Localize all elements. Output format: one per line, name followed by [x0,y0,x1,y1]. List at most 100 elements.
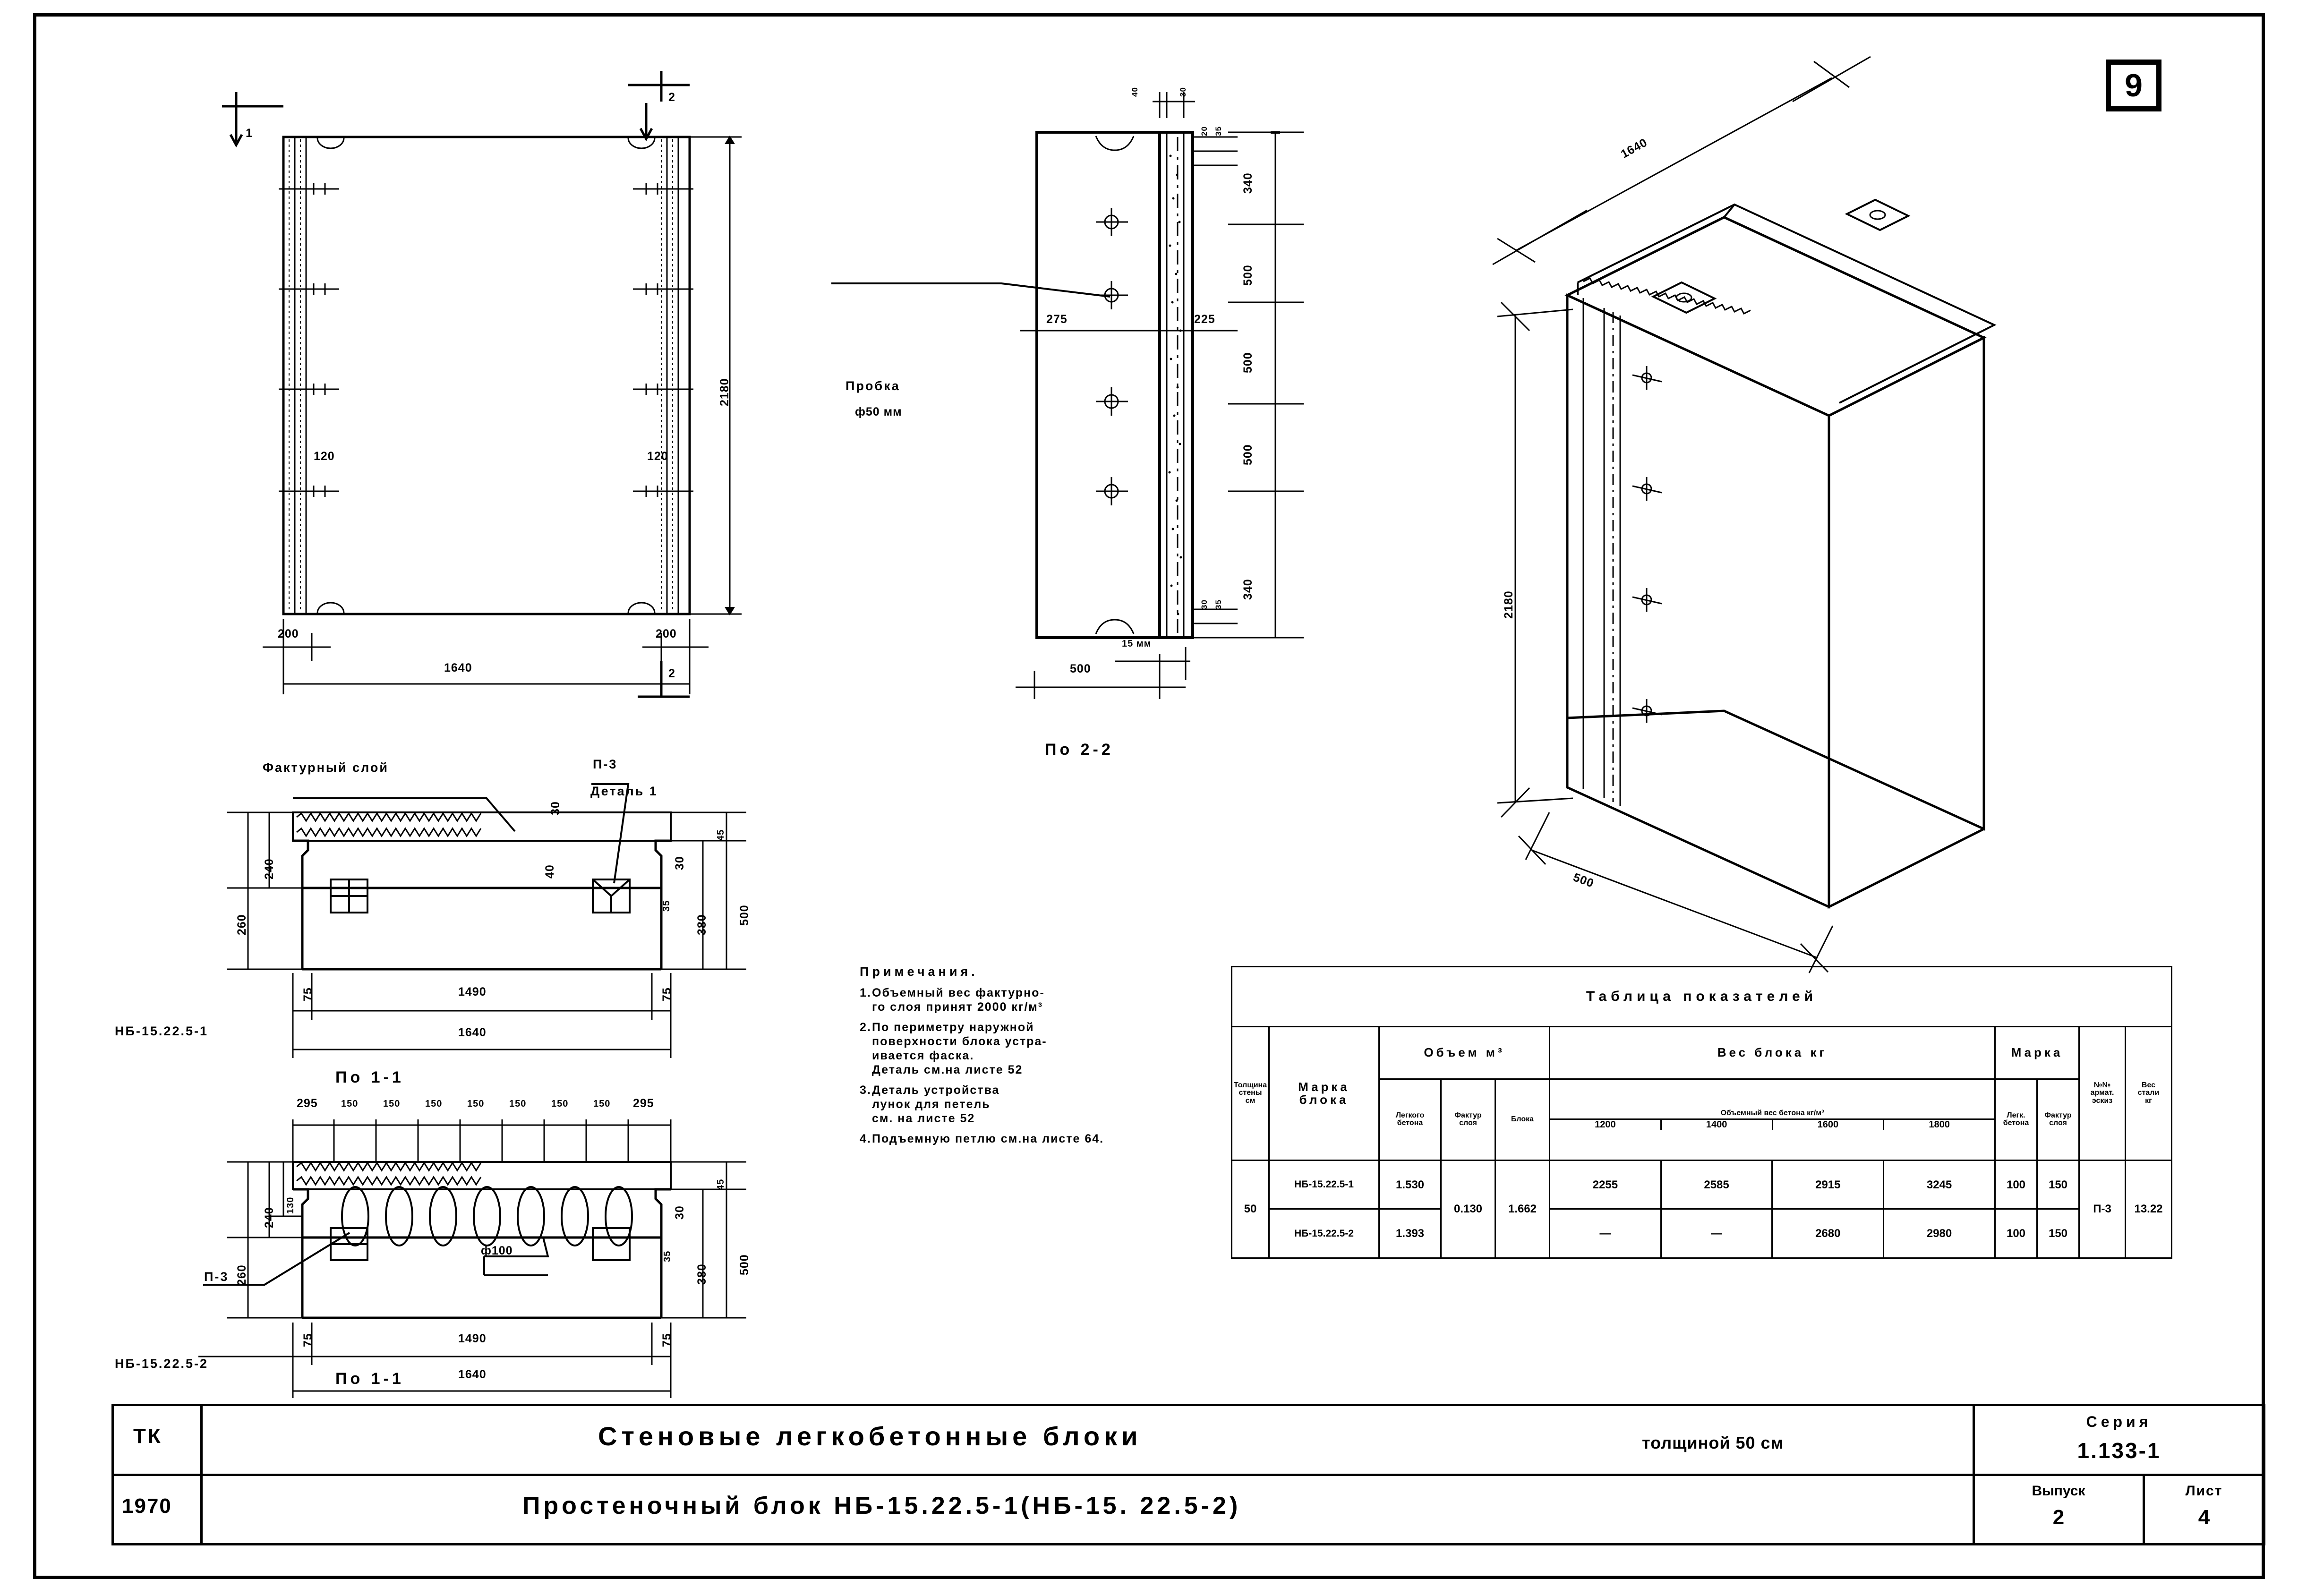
s11bot-topdim-2: 150 [383,1099,401,1109]
tb-sheet-value: 4 [2198,1506,2210,1529]
section22-vdim-4: 500 [1241,444,1255,465]
head-line: бетона [2003,1119,2029,1127]
note-line: го слоя принят 2000 кг/м³ [872,1000,1043,1014]
note-text: Деталь устройства лунок для петель см. н… [872,1083,1233,1126]
notes-block: Примечания. 1. Объемный вес фактурно- го… [860,964,1233,1152]
s11top-view-name: По 1-1 [335,1068,404,1086]
s11bot-dim-30: 30 [673,1205,686,1220]
section22-vdim-5: 340 [1241,579,1255,600]
cell-vol-light-1: 1.530 [1378,1159,1442,1210]
elevation-edge-left-dim: 200 [278,627,299,640]
note-line: ивается фаска. [872,1049,974,1062]
col-head-vol-block: Блока [1495,1078,1550,1161]
tb-divider-v2 [1973,1404,1975,1545]
col-head-mark-group: Марка [1994,1025,2080,1080]
s11bot-topdim-4: 150 [467,1099,485,1109]
head-line: см [1245,1097,1256,1105]
elevation-section-mark-2-top: 2 [668,91,675,104]
cell-w1400-2: — [1660,1208,1773,1259]
head-line: Вес [2141,1081,2156,1089]
head-line: Марка [1298,1079,1350,1094]
iso-dim-2180: 2180 [1502,590,1515,619]
s11top-dim-30: 30 [549,801,562,815]
col-head-vol-light: Легкого бетона [1378,1078,1442,1161]
page-number: 9 [2125,68,2143,103]
section22-top-dim-20: 20 [1200,126,1209,136]
s11bot-topdim-3: 150 [425,1099,443,1109]
sheet-border [33,13,2265,1579]
elevation-section-mark-1: 1 [246,127,253,140]
cell-steel: 13.22 [2125,1159,2172,1259]
elevation-section-mark-2-bottom: 2 [668,667,675,680]
note-line: По периметру наружной [872,1021,1034,1034]
note-item: 1. Объемный вес фактурно- го слоя принят… [860,986,1233,1014]
s11top-dim-500: 500 [738,905,751,926]
section22-view-name: По 2-2 [1045,741,1114,759]
cell-w1800-2: 2980 [1883,1208,1996,1259]
head-line: №№ [2093,1081,2111,1089]
table-row: 50 НБ-15.22.5-1 1.530 0.130 1.662 2255 2… [1231,1159,2172,1259]
col-head-weight-group: Вес блока кг [1549,1025,1996,1080]
s11bot-dim-1490: 1490 [458,1332,487,1345]
note-item: 2. По периметру наружной поверхности бло… [860,1020,1233,1077]
s11top-dim-35: 35 [661,900,672,912]
s11bot-dim-240: 240 [263,1207,276,1228]
head-line: Толщина [1233,1081,1267,1089]
s11bot-dim-1640: 1640 [458,1368,487,1381]
col-head-wall-thickness: Толщина стены см [1231,1025,1270,1161]
tb-line1-suffix: толщиной 50 см [1642,1433,1784,1452]
note-line: поверхности блока устра- [872,1035,1047,1048]
s11top-dim-260: 260 [235,914,248,935]
cell-vol-light-2: 1.393 [1378,1208,1442,1259]
head-line: стали [2137,1089,2160,1097]
head-line: блока [1299,1092,1349,1107]
tb-line1: Стеновые легкобетонные блоки [598,1421,1142,1451]
s11bot-topdim-8: 295 [633,1097,654,1110]
cell-mark-light-1: 100 [1994,1159,2038,1210]
note-item: 4. Подъемную петлю см.на листе 64. [860,1132,1233,1146]
table-title: Таблица показателей [1231,966,2172,1027]
note-line: лунок для петель [872,1098,991,1111]
head-line: Легк. [2007,1111,2025,1119]
note-text: Подъемную петлю см.на листе 64. [872,1132,1233,1146]
s11bot-dim-75-right: 75 [660,1333,674,1347]
elevation-rib-right-dim: 120 [647,450,668,463]
s11top-dim-1640: 1640 [458,1026,487,1039]
section22-bottom-dim-35: 35 [1214,599,1223,609]
head-line: Легкого [1395,1111,1425,1119]
title-block: ТК 1970 Стеновые легкобетонные блоки тол… [111,1404,2265,1545]
table-grid: Таблица показателей Толщина стены см Мар… [1231,966,2172,1259]
section22-top-dim-30: 30 [1179,87,1187,97]
note-number: 3. [860,1084,871,1097]
s11bot-dim-260: 260 [235,1264,248,1286]
cell-mark-facing-2: 150 [2036,1208,2080,1259]
tb-issue-value: 2 [2052,1506,2065,1529]
tb-line2: Простеночный блок НБ-15.22.5-1(НБ-15. 22… [522,1492,1241,1519]
s11top-dim-75-left: 75 [301,987,315,1001]
weight-col-1200: 1200 [1550,1120,1662,1130]
note-text: Объемный вес фактурно- го слоя принят 20… [872,986,1233,1014]
s11top-dim-1490: 1490 [458,985,487,999]
s11bot-dim-35: 35 [662,1250,673,1262]
note-line: Объемный вес фактурно- [872,986,1045,999]
head-line: армат. [2090,1089,2114,1097]
s11bot-dim-75-left: 75 [301,1333,315,1347]
indicators-table: Таблица показателей Толщина стены см Мар… [1231,966,2172,1259]
cell-w1200-1: 2255 [1549,1159,1662,1210]
tb-sheet-label: Лист [2185,1483,2223,1499]
s11bot-dim-380: 380 [695,1263,709,1285]
probka-diameter-label: ф50 мм [855,405,902,418]
table-row: Таблица показателей [1231,966,2172,1027]
cell-rebar: П-3 [2078,1159,2126,1259]
s11bot-topdim-5: 150 [509,1099,527,1109]
note-line: Подъемную петлю см.на листе 64. [872,1132,1104,1145]
probka-callout-label: Пробка [846,379,900,393]
tb-series-value: 1.133-1 [2077,1438,2161,1463]
s11top-dim-30b: 30 [673,856,686,870]
note-number: 4. [860,1132,871,1145]
s11bot-dim-500: 500 [738,1254,751,1275]
s11bot-topdim-6: 150 [551,1099,569,1109]
cell-w1600-1: 2915 [1771,1159,1885,1210]
